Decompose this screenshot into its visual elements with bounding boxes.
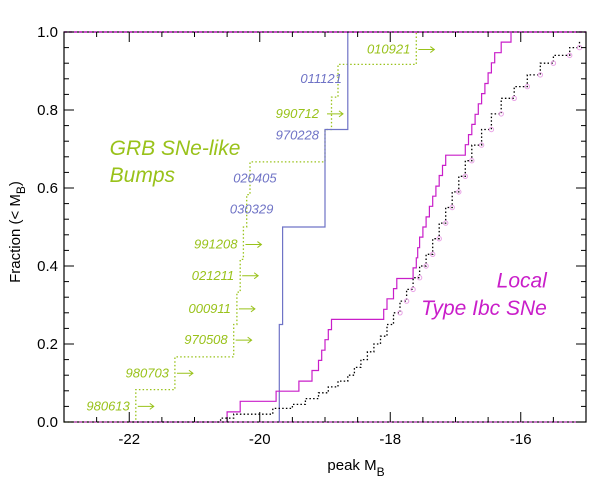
grb-label-990712: 990712	[276, 106, 320, 121]
grb-arrow-icon	[242, 272, 260, 280]
grb-label-970508: 970508	[184, 332, 228, 347]
series-local-model-marker	[478, 142, 485, 148]
series-local-model-marker	[511, 95, 517, 102]
series-local-model-marker	[416, 275, 423, 281]
series-local-model-marker	[436, 236, 442, 242]
grb-bumps-label-line1: GRB SNe-like	[110, 137, 241, 160]
local-label-line2: Type Ibc SNe	[421, 297, 547, 320]
annotation-layer: 980613 980703 970508 000911 021211 991208 0303…	[86, 42, 548, 414]
x-axis-title-main: peak M	[327, 457, 376, 474]
series-local-model-marker	[403, 298, 410, 304]
grb-arrow-icon	[238, 305, 256, 313]
y-tick-label: 0.4	[37, 258, 58, 275]
grb-label-991208: 991208	[194, 237, 238, 252]
grb-label-980613: 980613	[86, 398, 130, 413]
series-grb-bumps	[64, 32, 417, 423]
grb-label-020405: 020405	[233, 170, 277, 185]
y-tick-label: 0.2	[37, 336, 58, 353]
x-axis-title-sub: B	[377, 465, 385, 479]
y-tick-label: 1.0	[37, 24, 58, 41]
series-local-model-marker	[430, 251, 436, 258]
series-local	[226, 32, 512, 422]
grb-label-000911: 000911	[188, 301, 230, 316]
y-axis-title-sub: B	[14, 186, 28, 194]
series-local-model-marker	[423, 263, 429, 269]
series-local-model-marker	[469, 158, 475, 164]
grb-label-970228: 970228	[276, 127, 320, 142]
x-tick-label: -18	[379, 431, 401, 448]
grb-arrow-icon	[327, 110, 344, 118]
grb-label-010921: 010921	[367, 42, 410, 57]
grb-arrow-icon	[418, 46, 436, 53]
y-axis-title: Fraction (< MB)	[7, 181, 28, 283]
series-local-model-marker	[567, 52, 573, 59]
series-local-model-marker	[462, 173, 468, 180]
grb-label-021211: 021211	[192, 268, 234, 283]
y-axis-title-close: )	[7, 181, 24, 186]
series-local-model-marker	[397, 310, 403, 316]
series-local-model-marker	[537, 72, 543, 78]
series-local-model-marker	[498, 111, 504, 117]
y-tick-label: 0.6	[37, 180, 58, 197]
y-tick-label: 0.8	[37, 102, 58, 119]
series-local-model-marker	[410, 286, 416, 293]
grb-bumps-label-line2: Bumps	[110, 164, 176, 187]
series-local-model-marker	[524, 83, 530, 90]
grb-arrow-icon	[176, 369, 194, 377]
grb-label-030329: 030329	[230, 201, 273, 216]
x-tick-label: -20	[249, 431, 271, 448]
series-grb-sne	[278, 32, 349, 422]
x-tick-label: -16	[510, 431, 532, 448]
grb-label-980703: 980703	[126, 365, 170, 380]
grb-label-011121: 011121	[300, 71, 341, 86]
grb-arrow-icon	[235, 336, 253, 344]
axis-ticks: -22 -20 -18 -16 0.0 0.2 0.4 0.6 0.8 1.0	[37, 24, 587, 448]
series-layer	[64, 32, 583, 423]
series-local-model-marker	[449, 204, 455, 211]
grb-arrow-icon	[245, 241, 263, 248]
local-label-line1: Local	[497, 269, 549, 292]
series-local-model-marker	[443, 220, 449, 226]
x-axis-title: peak MB	[327, 457, 384, 479]
y-tick-label: 0.0	[37, 414, 58, 431]
grb-arrow-icon	[137, 403, 155, 410]
series-local-model-marker	[488, 126, 495, 133]
y-axis-title-main: Fraction (< M	[7, 194, 24, 283]
x-tick-label: -22	[118, 431, 140, 448]
series-local-model-marker	[456, 189, 462, 195]
series-local-model-marker	[550, 60, 557, 66]
